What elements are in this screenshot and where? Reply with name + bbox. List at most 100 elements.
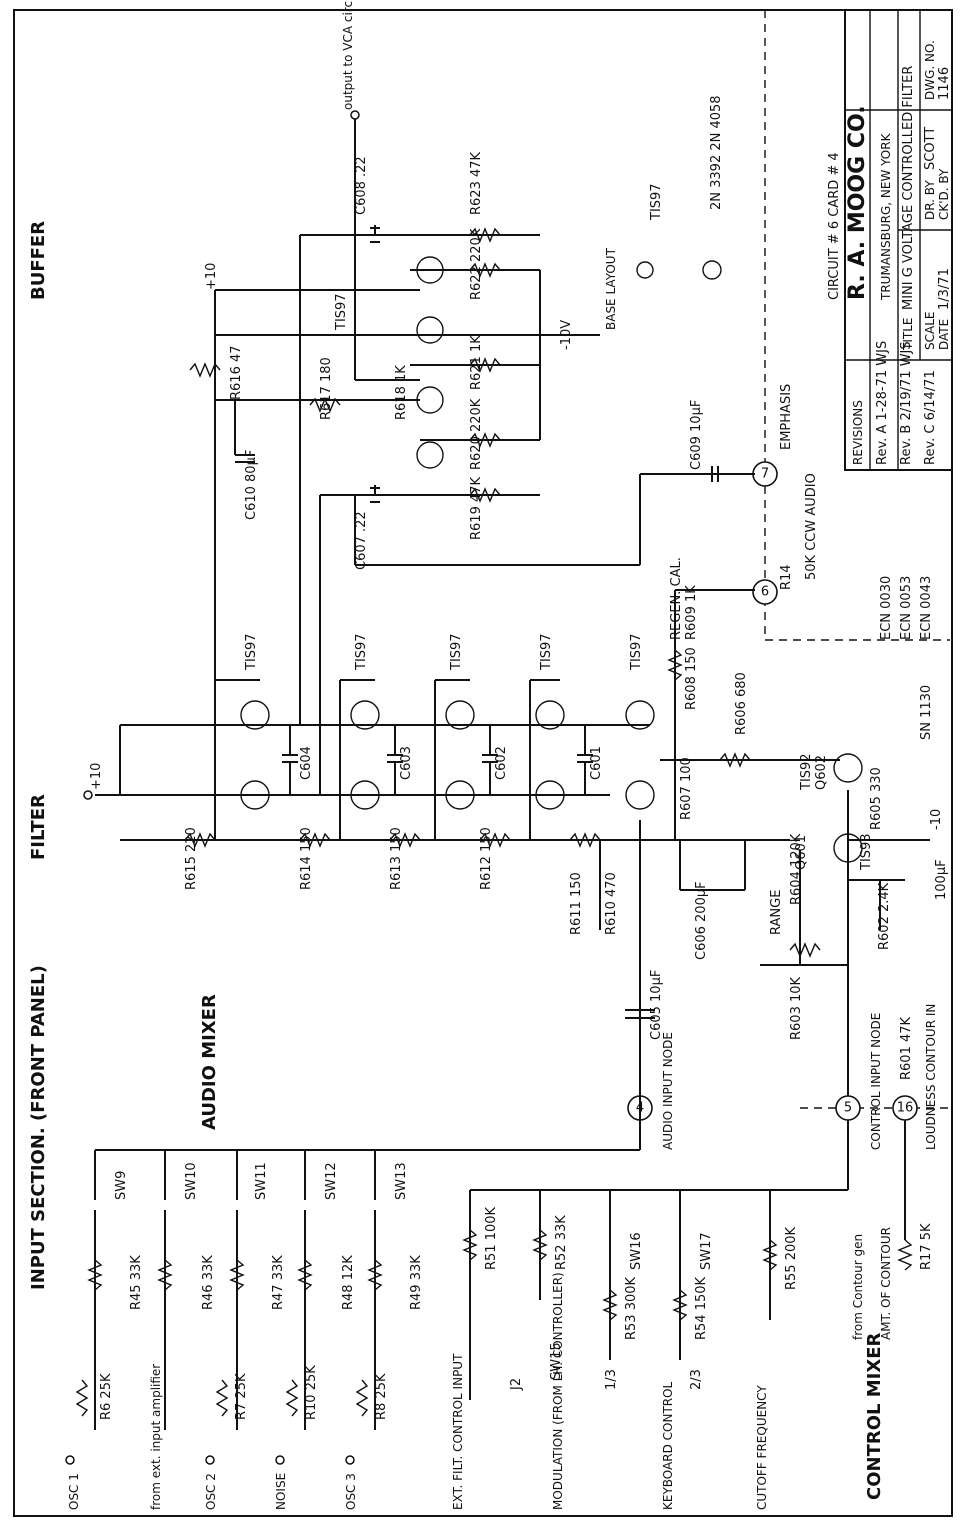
sw17-label: SW17	[699, 1232, 714, 1270]
r14-value-label: 50K CCW AUDIO	[804, 473, 819, 580]
r614-label: R614 150	[299, 827, 314, 890]
ext-filt-label: EXT. FILT. CONTROL INPUT	[451, 1353, 465, 1510]
node16-label: LOUDNESS CONTOUR IN	[924, 1004, 938, 1150]
r620-label: R620 220K	[469, 398, 484, 470]
drawing-title: MINI G VOLTAGE CONTROLLED FILTER	[901, 66, 916, 310]
title-block: R. A. MOOG CO. TRUMANSBURG, NEW YORK CIR…	[827, 9, 953, 471]
svg-text:16: 16	[897, 1101, 914, 1116]
q602-label: Q602	[814, 755, 829, 790]
drawn-by-label: DR. BY	[923, 180, 937, 220]
osc2-label: OSC 2	[204, 1473, 218, 1510]
contour-amount-label: AMT. OF CONTOUR	[879, 1227, 893, 1340]
r45-label: R45 33K	[129, 1255, 144, 1310]
svg-text:7: 7	[761, 467, 769, 482]
sw16-label: SW16	[629, 1232, 644, 1270]
r622-label: R622 220K	[469, 228, 484, 300]
two-third-label: 2/3	[689, 1369, 704, 1390]
r619-label: R619 47K	[469, 476, 484, 540]
base-layout: BASE LAYOUT TIS97 2N 3392 2N 4058	[604, 95, 724, 330]
base-layout-title: BASE LAYOUT	[604, 247, 618, 330]
r611-label: R611 150	[569, 872, 584, 935]
r609-label: R609 1K	[684, 585, 699, 640]
node5-label: CONTROL INPUT NODE	[869, 1013, 883, 1150]
control-mixer-label: CONTROL MIXER	[864, 1332, 885, 1500]
svg-text:6: 6	[761, 585, 769, 600]
dwg-no: 1146	[937, 67, 952, 100]
r621-label: R621 1K	[469, 335, 484, 390]
q604-label: TIS97	[629, 633, 644, 671]
buffer-minus10v-label: -10V	[559, 320, 574, 350]
q612-label: TIS97	[244, 633, 259, 671]
r49-label: R49 33K	[409, 1255, 424, 1310]
cap-right-label: 100µF	[934, 859, 949, 900]
tis93-label: TIS93	[859, 833, 874, 871]
base-layout-tis97: TIS97	[649, 183, 664, 221]
rev-a: Rev. A 1-28-71 WJS	[875, 341, 890, 465]
q608-label: TIS97	[449, 633, 464, 671]
r607-label: R607 100	[679, 757, 694, 820]
drawn-by: SCOTT	[923, 127, 938, 170]
c601-label: C601	[589, 746, 604, 780]
r623-label: R623 47K	[469, 151, 484, 215]
serial-number: SN 1130	[919, 685, 934, 740]
c610-label: C610 80µF	[244, 450, 259, 520]
r615-label: R615 220	[184, 827, 199, 890]
checked-by-label: CK'D. BY	[937, 168, 951, 220]
svg-text:5: 5	[844, 1101, 852, 1116]
filter-minus10-label: -10	[929, 809, 944, 830]
tis97-buffer-label: TIS97	[334, 293, 349, 331]
filter-ladder	[83, 589, 930, 1190]
ext-input-label: from ext. input amplifier	[149, 1364, 163, 1510]
emphasis-label: EMPHASIS	[779, 384, 794, 450]
c607-label: C607 .22	[354, 511, 369, 570]
sw9-label: SW9	[114, 1171, 129, 1200]
ecn-1: ECN 0030	[879, 576, 894, 640]
filter-plus10-label: +10	[89, 763, 104, 790]
r605-label: R605 330	[869, 767, 884, 830]
r54-label: R54 150K	[694, 1276, 709, 1340]
company-city: TRUMANSBURG, NEW YORK	[879, 132, 893, 301]
rev-b: Rev. B 2/19/71 WJS	[899, 341, 914, 465]
r8-label: R8 25K	[374, 1373, 389, 1420]
j2-label: J2	[509, 1378, 524, 1391]
buffer-plus10-label: +10	[204, 263, 219, 290]
r51-label: R51 100K	[484, 1206, 499, 1270]
sheet-border	[13, 9, 953, 1517]
audio-mixer-label: AUDIO MIXER	[199, 994, 220, 1130]
r6-label: R6 25K	[99, 1373, 114, 1420]
buffer-section-label: BUFFER	[28, 221, 49, 300]
date-label: DATE	[937, 319, 951, 350]
r608-label: R608 150	[684, 647, 699, 710]
r17-label: R17 5K	[919, 1223, 934, 1270]
date: 1/3/71	[937, 268, 952, 310]
r616-label: R616 47	[229, 345, 244, 400]
q606-label: TIS97	[539, 633, 554, 671]
c605-label: C605 10µF	[649, 970, 664, 1040]
r47-label: R47 33K	[271, 1255, 286, 1310]
filter-part-labels: R615 220 R614 150 R613 150 R612 150 R611…	[89, 384, 949, 1080]
q601-label: Q601	[794, 835, 809, 870]
scale-label: SCALE	[923, 312, 937, 350]
input-section-label: INPUT SECTION. (FRONT PANEL)	[28, 965, 49, 1290]
sw15-label: SW15	[549, 1342, 564, 1380]
modulation-label: MODULATION (FROM LH. CONTROLLER)	[551, 1272, 565, 1510]
r602-label: R602 2.4K	[877, 882, 892, 950]
sw11-label: SW11	[254, 1162, 269, 1200]
buffer-part-labels: R616 47 R617 180 R618 1K R619 47K R620 2…	[204, 0, 704, 570]
r53-label: R53 300K	[624, 1276, 639, 1340]
ecn-notes: ECN 0030 ECN 0053 ECN 0043 SN 1130	[879, 576, 934, 740]
q610-label: TIS97	[354, 633, 369, 671]
r617-label: R617 180	[319, 357, 334, 420]
rev-c: Rev. C 6/14/71	[923, 370, 938, 465]
r618-label: R618 1K	[394, 365, 409, 420]
r610-label: R610 470	[604, 872, 619, 935]
dwg-no-label: DWG. NO.	[923, 40, 937, 100]
r48-label: R48 12K	[341, 1255, 356, 1310]
revisions-label: REVISIONS	[851, 400, 865, 465]
sw13-label: SW13	[394, 1162, 409, 1200]
ecn-3: ECN 0043	[919, 576, 934, 640]
r14-label: R14	[779, 564, 794, 590]
node4-label: AUDIO INPUT NODE	[661, 1032, 675, 1150]
output-label: output to VCA circuit	[341, 0, 355, 110]
